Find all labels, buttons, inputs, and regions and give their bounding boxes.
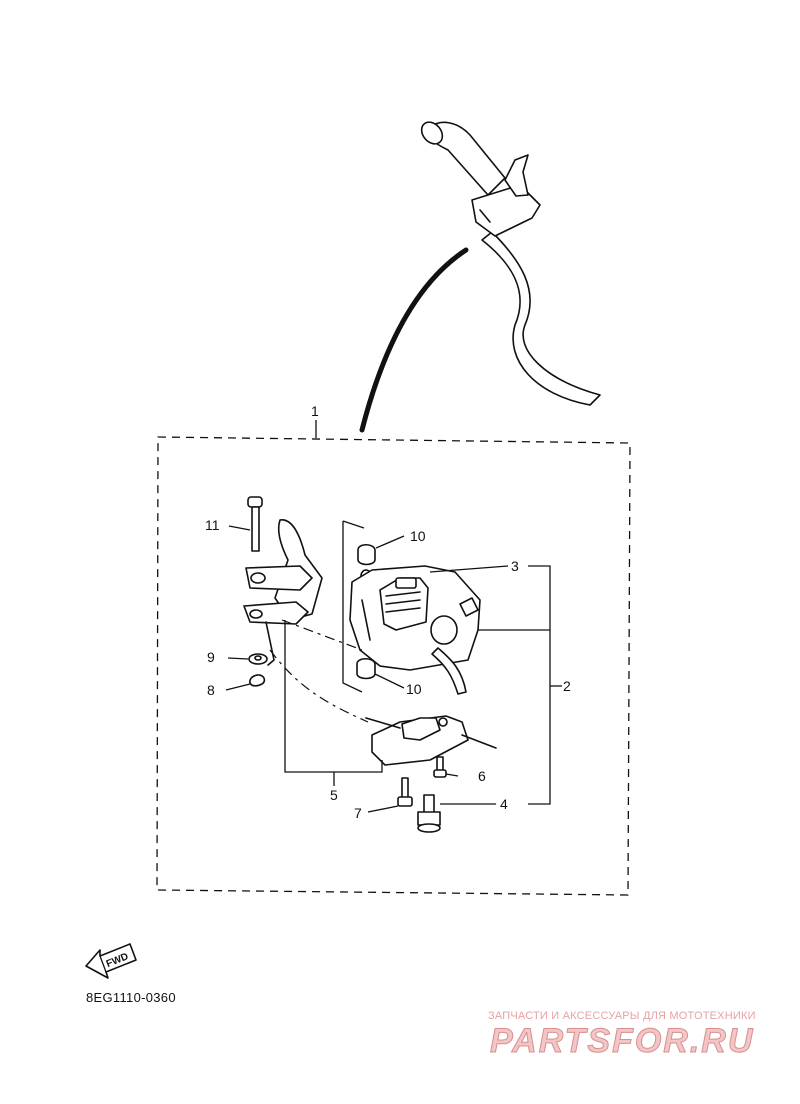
fwd-arrow-icon: FWD bbox=[85, 943, 137, 979]
diagram-code: 8EG1110-0360 bbox=[86, 990, 176, 1005]
callout-3: 3 bbox=[511, 558, 519, 574]
part-5-lever-holder bbox=[243, 519, 323, 666]
part-11-bolt bbox=[247, 496, 263, 552]
watermark-brand: PARTSFOR.RU bbox=[489, 1022, 755, 1061]
part-7-screw bbox=[397, 777, 413, 807]
callout-10-bottom: 10 bbox=[406, 681, 422, 697]
part-3-housing bbox=[349, 565, 481, 695]
leader-lines bbox=[225, 420, 562, 813]
part-6-screw bbox=[433, 756, 447, 778]
callout-4: 4 bbox=[500, 796, 508, 812]
callout-2: 2 bbox=[563, 678, 571, 694]
part-4-bolt bbox=[417, 794, 441, 833]
callout-1: 1 bbox=[311, 403, 319, 419]
assembly-guide-lines bbox=[269, 520, 369, 723]
callout-5: 5 bbox=[330, 787, 338, 803]
callout-8: 8 bbox=[207, 682, 215, 698]
part-10-grommet-bottom bbox=[356, 657, 376, 680]
callout-11: 11 bbox=[205, 517, 220, 533]
callout-9: 9 bbox=[207, 649, 215, 665]
part-lower-switch bbox=[365, 715, 497, 766]
handlebar bbox=[420, 121, 601, 406]
part-9-washer bbox=[248, 653, 268, 665]
part-8-circlip bbox=[249, 674, 266, 687]
watermark-tagline: ЗАПЧАСТИ И АКСЕССУАРЫ ДЛЯ МОТОТЕХНИКИ bbox=[488, 1010, 756, 1022]
throttle-cable bbox=[359, 247, 469, 433]
callout-7: 7 bbox=[354, 805, 362, 821]
callout-6: 6 bbox=[478, 768, 486, 784]
assembly-box bbox=[156, 436, 631, 896]
callout-10-top: 10 bbox=[410, 528, 426, 544]
callout-labels: 1 2 3 4 5 6 7 8 9 10 10 11 bbox=[205, 403, 571, 821]
